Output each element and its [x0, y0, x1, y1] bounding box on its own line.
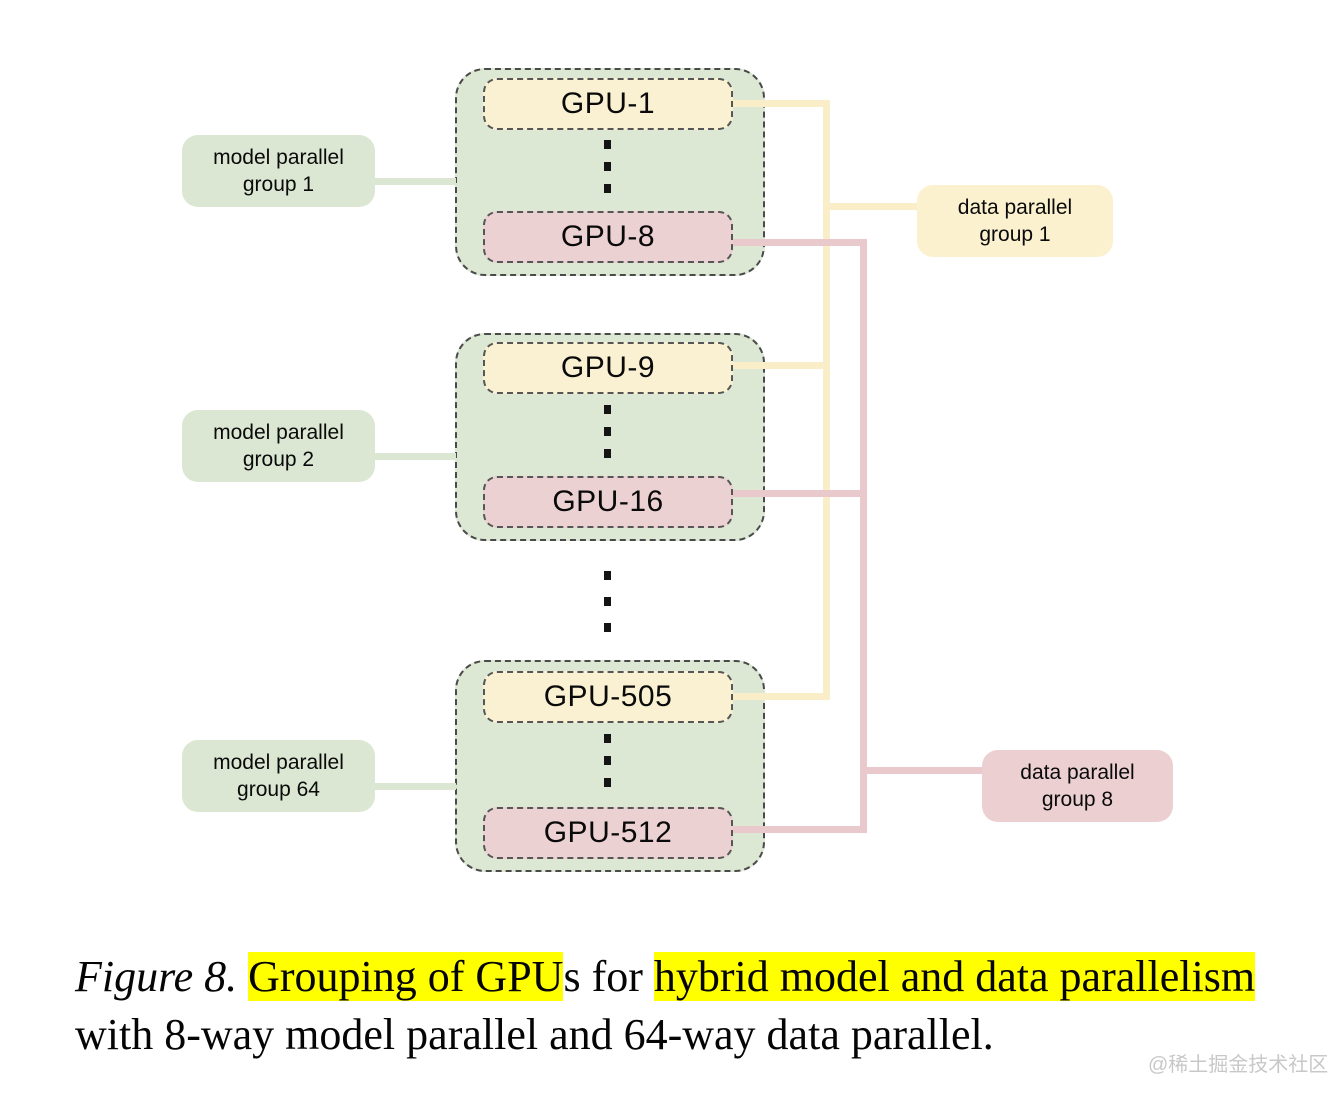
model-parallel-group-1-label: model parallel group 1 — [182, 135, 375, 207]
figure-caption: Figure 8. Grouping of GPUs for hybrid mo… — [75, 948, 1325, 1064]
watermark-text: @稀土掘金技术社区 — [1148, 1054, 1329, 1076]
connector-gpu1-horizontal — [733, 100, 830, 107]
label-line-2: group 1 — [979, 223, 1051, 246]
label-line-2: group 1 — [242, 173, 315, 196]
connector-gpu9-horizontal — [733, 362, 830, 369]
caption-line-2: with 8-way model parallel and 64-way dat… — [75, 1010, 994, 1059]
connector-mp64-label — [368, 783, 456, 790]
ellipsis-dots-group-64 — [604, 734, 611, 787]
connector-gpu16-horizontal — [733, 490, 867, 497]
connector-dp1-label-branch — [823, 203, 917, 210]
connector-mp1-label — [368, 178, 456, 185]
connector-dp1-vertical — [823, 100, 830, 700]
data-parallel-group-8-label: data parallel group 8 — [982, 750, 1173, 822]
gpu-box-16: GPU-16 — [483, 476, 733, 528]
connector-gpu512-horizontal — [733, 826, 867, 833]
gpu-label: GPU-16 — [552, 485, 664, 518]
data-parallel-group-1-label: data parallel group 1 — [917, 185, 1113, 257]
label-line-1: data parallel — [957, 196, 1073, 219]
gpu-label: GPU-9 — [560, 351, 656, 384]
label-line-1: model parallel — [213, 146, 344, 169]
label-line-1: model parallel — [213, 751, 344, 774]
connector-dp8-vertical — [860, 239, 867, 833]
connector-gpu8-horizontal — [733, 239, 867, 246]
gpu-box-8: GPU-8 — [483, 211, 733, 263]
connector-mp2-label — [368, 453, 456, 460]
caption-plain-mid: s for — [563, 952, 654, 1001]
figure-number: Figure 8. — [75, 952, 249, 1001]
label-line-2: group 8 — [1041, 788, 1114, 811]
gpu-box-512: GPU-512 — [483, 807, 733, 859]
model-parallel-group-2-label: model parallel group 2 — [182, 410, 375, 482]
connector-dp8-label-branch — [860, 767, 982, 774]
caption-highlight-1: Grouping of GPU — [248, 952, 564, 1001]
gpu-label: GPU-1 — [560, 87, 656, 120]
gpu-box-1: GPU-1 — [483, 78, 733, 130]
label-line-1: data parallel — [1020, 761, 1135, 784]
ellipsis-dots-group-1 — [604, 140, 611, 193]
label-line-2: group 2 — [242, 448, 315, 471]
gpu-label: GPU-8 — [560, 220, 656, 253]
ellipsis-dots-group-2 — [604, 405, 611, 458]
model-parallel-group-64-label: model parallel group 64 — [182, 740, 375, 812]
gpu-box-505: GPU-505 — [483, 671, 733, 723]
ellipsis-dots-between-groups — [604, 571, 611, 632]
connector-gpu505-horizontal — [733, 693, 830, 700]
gpu-label: GPU-512 — [543, 816, 673, 849]
gpu-box-9: GPU-9 — [483, 342, 733, 394]
label-line-1: model parallel — [213, 421, 344, 444]
label-line-2: group 64 — [237, 778, 320, 801]
caption-line-1: Figure 8. Grouping of GPUs for hybrid mo… — [75, 948, 1325, 1006]
caption-highlight-2: hybrid model and data parallelism — [653, 952, 1256, 1001]
gpu-label: GPU-505 — [543, 680, 673, 713]
